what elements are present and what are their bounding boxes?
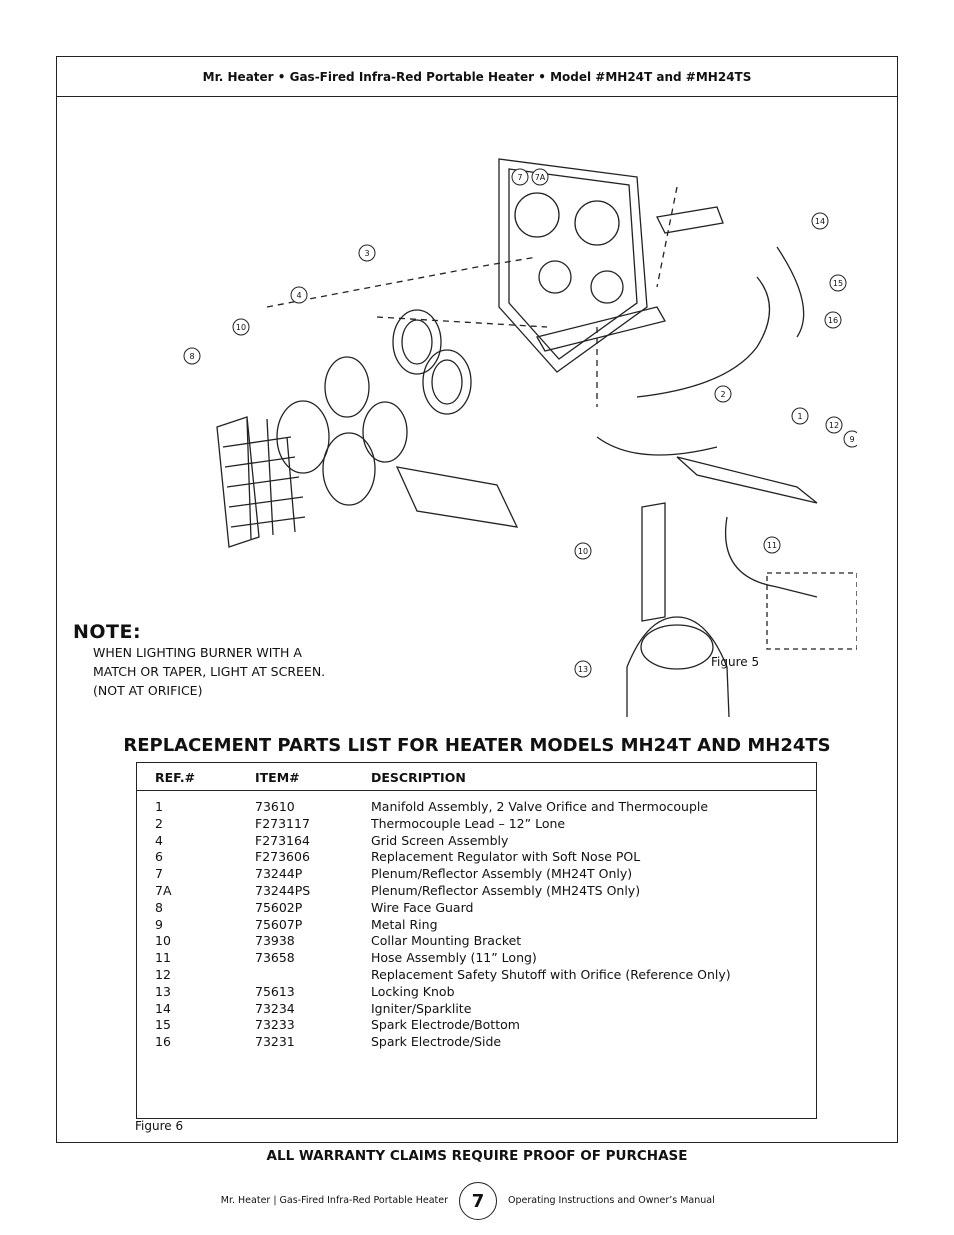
callout-1: 1 (797, 412, 802, 421)
cell-item: F273606 (255, 849, 310, 865)
figure-5-label: Figure 5 (711, 655, 760, 669)
col-description: DESCRIPTION (371, 770, 466, 785)
parts-list-title: REPLACEMENT PARTS LIST FOR HEATER MODELS… (123, 735, 831, 756)
cell-ref: 9 (155, 916, 163, 932)
page-frame: Mr. Heater • Gas-Fired Infra-Red Portabl… (56, 56, 898, 1143)
table-row: 12 Replacement Safety Shutoff with Orific… (137, 967, 816, 984)
cell-ref: 16 (155, 1034, 171, 1050)
table-row: 7A 73244PS Plenum/Reflector Assembly (MH24… (137, 883, 816, 900)
cell-description: Wire Face Guard (371, 899, 474, 915)
callout-4: 4 (296, 291, 301, 300)
cell-ref: 14 (155, 1000, 171, 1016)
callout-9: 10 (236, 323, 246, 332)
cell-item: 75602P (255, 899, 303, 915)
cell-ref: 4 (155, 832, 163, 848)
footer-right-text: Operating Instructions and Owner’s Manua… (508, 1195, 715, 1206)
table-row: 6 F273606 Replacement Regulator with Soft … (137, 849, 816, 866)
cell-ref: 1 (155, 799, 163, 814)
table-row: 13 75613 Locking Knob (137, 984, 816, 1001)
cell-description: Metal Ring (371, 916, 438, 932)
cell-item: 75613 (255, 983, 295, 999)
page-number: 7 (459, 1182, 497, 1220)
cell-item: 73231 (255, 1034, 295, 1050)
parts-table: REF.# ITEM# DESCRIPTION 1 73610 Manifold A… (136, 762, 817, 1119)
callout-8: 8 (189, 352, 194, 361)
cell-item: 75607P (255, 916, 303, 932)
callout-16: 16 (828, 316, 838, 325)
cell-item: 73233 (255, 1017, 295, 1033)
cell-ref: 11 (155, 950, 171, 966)
cell-item: 73938 (255, 933, 295, 949)
callout-11: 11 (767, 541, 777, 550)
table-row: 9 75607P Metal Ring (137, 917, 816, 934)
cell-item: 73658 (255, 950, 295, 966)
exploded-parts-diagram: 7 7A 3 4 10 8 14 15 16 2 1 12 9 11 6 10 … (183, 158, 857, 717)
cell-ref: 2 (155, 815, 163, 831)
callout-3: 3 (364, 249, 369, 258)
note-title: NOTE: (73, 621, 142, 643)
table-row: 10 73938 Collar Mounting Bracket (137, 933, 816, 950)
cell-item: 73244PS (255, 882, 311, 898)
cell-ref: 7 (155, 866, 163, 882)
table-row: 7 73244P Plenum/Reflector Assembly (MH24T … (137, 866, 816, 883)
table-row: 2 F273117 Thermocouple Lead – 12” Lone (137, 816, 816, 833)
figure-6-label: Figure 6 (135, 1119, 184, 1133)
cell-item: F273117 (255, 815, 310, 831)
cell-description: Spark Electrode/Side (371, 1034, 502, 1050)
table-row: 8 75602P Wire Face Guard (137, 900, 816, 917)
note-line: (NOT AT ORIFICE) (93, 683, 203, 698)
cell-ref: 7A (155, 882, 172, 898)
cell-description: Grid Screen Assembly (371, 832, 509, 848)
callout-15: 15 (833, 279, 843, 288)
table-row: 14 73234 Igniter/Sparklite (137, 1001, 816, 1018)
col-item: ITEM# (255, 770, 300, 785)
note-line: WHEN LIGHTING BURNER WITH A (93, 645, 302, 660)
parts-table-body: 1 73610 Manifold Assembly, 2 Valve Orifice… (137, 799, 816, 1051)
cell-description: Thermocouple Lead – 12” Lone (371, 815, 566, 831)
cell-description: Plenum/Reflector Assembly (MH24TS Only) (371, 882, 641, 898)
table-row: 15 73233 Spark Electrode/Bottom (137, 1017, 816, 1034)
col-ref: REF.# (155, 770, 196, 785)
cell-description: Plenum/Reflector Assembly (MH24T Only) (371, 866, 633, 882)
warranty-notice: ALL WARRANTY CLAIMS REQUIRE PROOF OF PUR… (266, 1148, 688, 1164)
cell-item: 73244P (255, 866, 303, 882)
cell-ref: 15 (155, 1017, 171, 1033)
callout-7a: 7A (535, 173, 546, 182)
callout-14: 14 (815, 217, 825, 226)
parts-table-header: REF.# ITEM# DESCRIPTION (137, 763, 816, 791)
cell-ref: 10 (155, 933, 171, 949)
table-row: 16 73231 Spark Electrode/Side (137, 1034, 816, 1051)
footer-left-text: Mr. Heater | Gas-Fired Infra-Red Portabl… (220, 1195, 448, 1206)
cell-description: Collar Mounting Bracket (371, 933, 522, 949)
table-row: 1 73610 Manifold Assembly, 2 Valve Orifice… (137, 799, 816, 816)
cell-ref: 8 (155, 899, 163, 915)
cell-ref: 13 (155, 983, 171, 999)
callout-7: 7 (517, 173, 522, 182)
cell-description: Manifold Assembly, 2 Valve Orifice and T… (371, 799, 709, 814)
callout-10: 10 (578, 547, 588, 556)
page-header: Mr. Heater • Gas-Fired Infra-Red Portabl… (57, 57, 897, 97)
cell-description: Spark Electrode/Bottom (371, 1017, 520, 1033)
table-row: 4 F273164 Grid Screen Assembly (137, 833, 816, 850)
callout-13: 13 (578, 665, 588, 674)
cell-description: Igniter/Sparklite (371, 1000, 472, 1016)
cell-description: Replacement Safety Shutoff with Orifice … (371, 966, 731, 982)
cell-ref: 12 (155, 966, 171, 982)
note-body: WHEN LIGHTING BURNER WITH A MATCH OR TAP… (93, 643, 383, 700)
callout-2: 2 (720, 390, 725, 399)
note-line: MATCH OR TAPER, LIGHT AT SCREEN. (93, 664, 326, 679)
cell-item: 73610 (255, 799, 295, 814)
cell-item: 73234 (255, 1000, 295, 1016)
cell-ref: 6 (155, 849, 163, 865)
callout-9b: 9 (849, 435, 854, 444)
cell-description: Hose Assembly (11” Long) (371, 950, 537, 966)
cell-description: Replacement Regulator with Soft Nose POL (371, 849, 641, 865)
table-row: 11 73658 Hose Assembly (11” Long) (137, 950, 816, 967)
cell-item: F273164 (255, 832, 310, 848)
callout-12: 12 (829, 421, 839, 430)
cell-description: Locking Knob (371, 983, 455, 999)
